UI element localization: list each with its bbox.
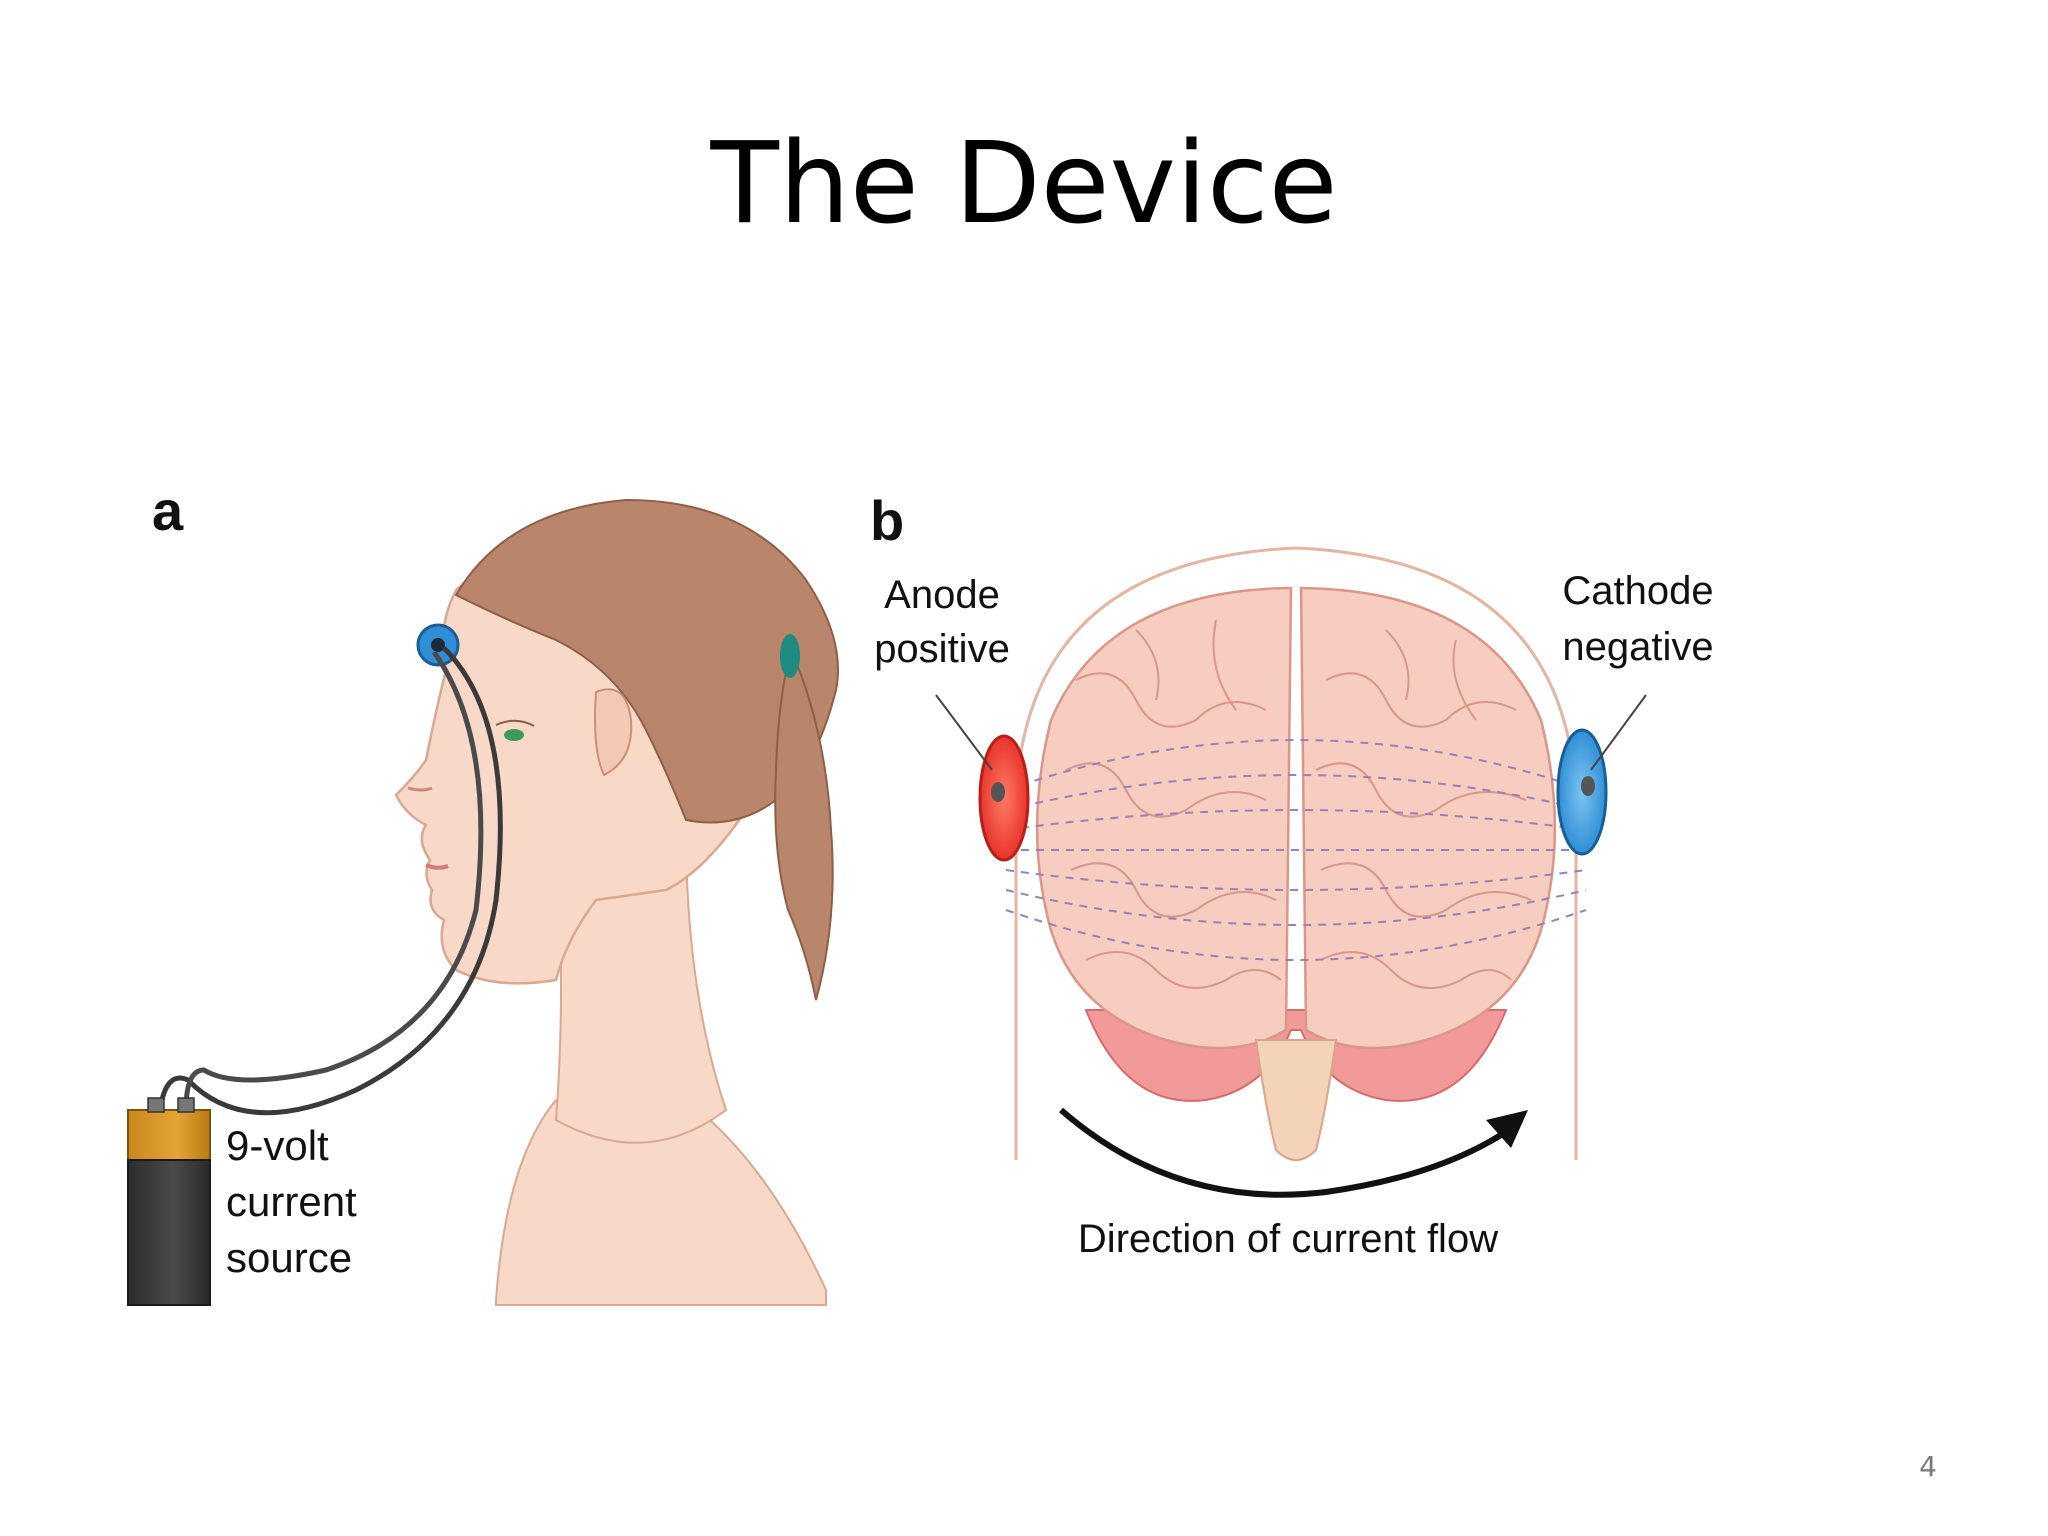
battery-label-line-1: 9-volt bbox=[226, 1122, 329, 1169]
current-flow-arrow bbox=[1059, 1107, 1518, 1198]
battery-label-line-2: current bbox=[226, 1178, 357, 1225]
anode-label-line-1: Anode bbox=[884, 573, 1000, 617]
flow-caption: Direction of current flow bbox=[1078, 1217, 1498, 1261]
head-electrode-center bbox=[431, 638, 445, 652]
page-number: 4 bbox=[1919, 1450, 1937, 1483]
battery bbox=[127, 1097, 211, 1306]
hair-tie bbox=[780, 634, 800, 678]
brain-stem bbox=[1254, 1039, 1338, 1161]
panel-a-letter: a bbox=[152, 479, 184, 542]
eyelid bbox=[495, 719, 535, 727]
current-field-lines bbox=[1005, 739, 1587, 961]
lips-detail bbox=[425, 863, 449, 870]
current-flow-arrowhead bbox=[1486, 1110, 1528, 1148]
eye bbox=[504, 729, 524, 741]
brain-right-hemisphere bbox=[1299, 586, 1557, 1050]
neck bbox=[554, 828, 728, 1144]
cathode-electrode bbox=[1556, 728, 1608, 856]
anode-electrode bbox=[978, 734, 1030, 862]
anode-leader-line bbox=[935, 694, 993, 771]
nose-detail bbox=[407, 786, 433, 792]
panel-a: a 9-volt current bbox=[127, 479, 839, 1306]
cathode-label-line-1: Cathode bbox=[1562, 569, 1713, 613]
slide-title: The Device bbox=[710, 119, 1338, 249]
ponytail bbox=[774, 646, 834, 1001]
back-head-outline bbox=[1014, 546, 1578, 1160]
tdcs-figure: a 9-volt current bbox=[126, 470, 2048, 1536]
panel-b: b bbox=[870, 489, 1714, 1261]
wire-2 bbox=[183, 650, 484, 1111]
brain-left-hemisphere bbox=[1035, 586, 1293, 1050]
anode-label-line-2: positive bbox=[874, 627, 1010, 671]
battery-label-line-3: source bbox=[226, 1234, 352, 1281]
panel-b-letter: b bbox=[870, 489, 904, 552]
brain-gyri bbox=[1065, 619, 1532, 989]
cathode-leader-line bbox=[1590, 694, 1647, 771]
cathode-label-line-2: negative bbox=[1562, 625, 1713, 669]
ear bbox=[594, 688, 633, 777]
